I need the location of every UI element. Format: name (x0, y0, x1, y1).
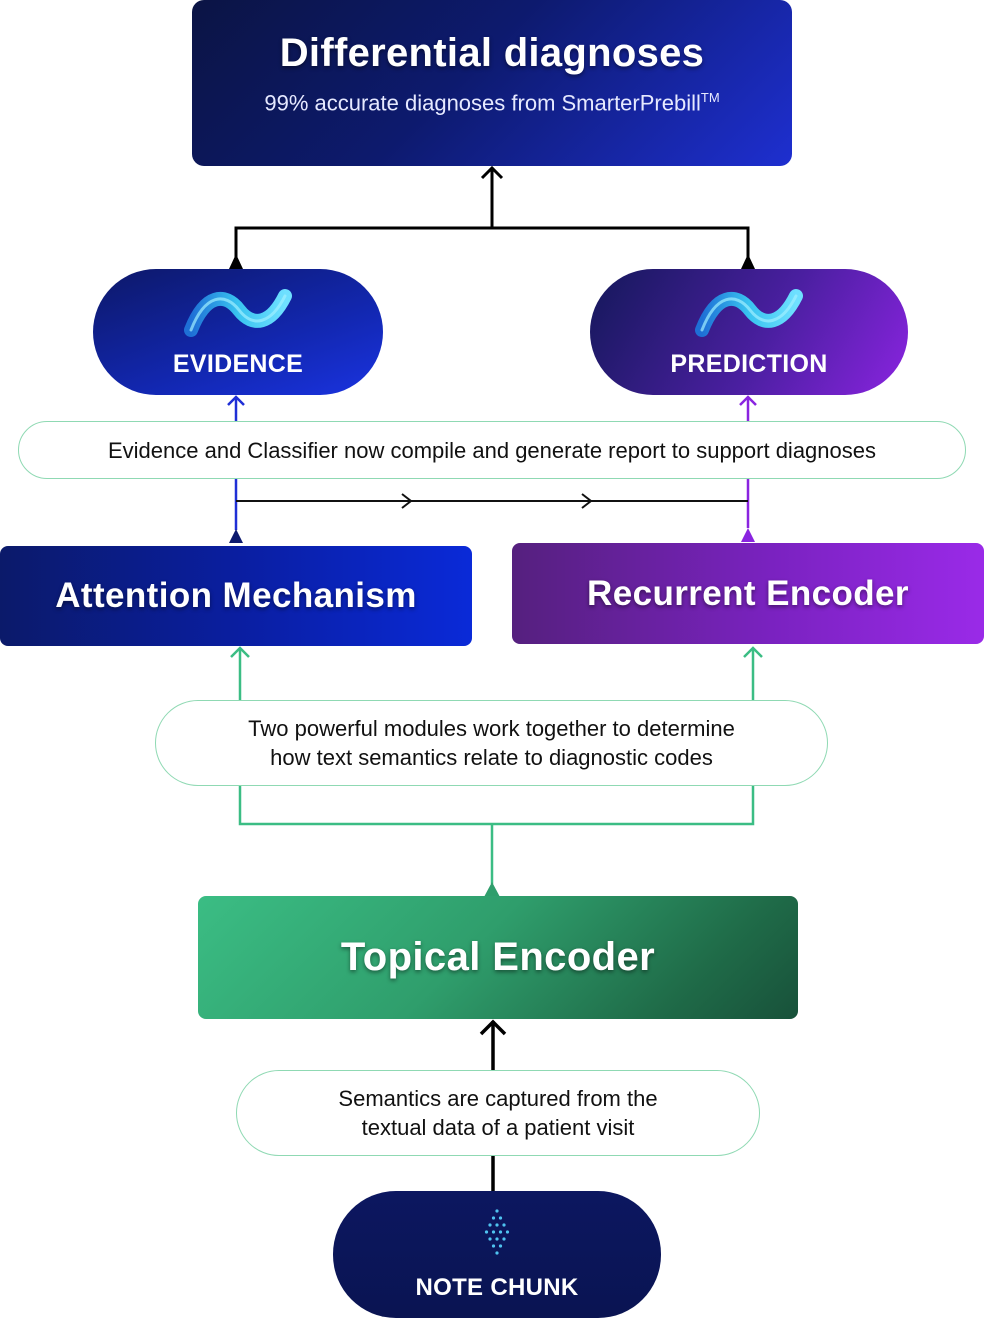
prediction-pill: PREDICTION (590, 269, 908, 395)
caption-semantics-line2: textual data of a patient visit (361, 1115, 635, 1140)
dot (502, 1223, 506, 1227)
dot (502, 1237, 506, 1241)
arrowhead-prediction-top (741, 254, 755, 269)
connector-cross (236, 493, 748, 509)
recurrent-encoder-box: Recurrent Encoder (512, 543, 984, 644)
wave-ribbon-icon (184, 289, 292, 337)
caption-modules-line1: Two powerful modules work together to de… (248, 716, 735, 741)
caption-report-text: Evidence and Classifier now compile and … (107, 437, 876, 463)
dot (495, 1237, 499, 1241)
attention-mechanism-box: Attention Mechanism (0, 546, 472, 646)
dot-diamond-icon (484, 1209, 510, 1255)
dot (491, 1244, 496, 1248)
recurrent-encoder-label: Recurrent Encoder (587, 573, 909, 613)
connector-note-to-topical (479, 1019, 507, 1191)
caption-semantics: Semantics are captured from the textual … (236, 1070, 760, 1156)
evidence-pill: EVIDENCE (93, 269, 383, 395)
dot (484, 1230, 489, 1234)
dot (488, 1237, 492, 1241)
dot (495, 1209, 499, 1213)
wave-ribbon-icon (695, 289, 803, 337)
topical-encoder-label: Topical Encoder (340, 935, 656, 979)
caption-modules: Two powerful modules work together to de… (155, 700, 828, 786)
dot (495, 1223, 499, 1227)
dot (488, 1223, 492, 1227)
dot (491, 1216, 496, 1220)
arrowhead-attention-top (229, 529, 243, 543)
caption-modules-line2: how text semantics relate to diagnostic … (270, 745, 713, 770)
differential-diagnoses-title: Differential diagnoses (279, 31, 705, 76)
connector-recurrent-to-prediction (739, 395, 757, 528)
connector-attention-to-evidence (227, 395, 245, 530)
dot (498, 1244, 503, 1248)
note-chunk-label: NOTE CHUNK (415, 1274, 579, 1301)
evidence-label: EVIDENCE (172, 350, 304, 378)
arrowhead-topical-top (484, 882, 500, 897)
prediction-label: PREDICTION (670, 350, 828, 378)
dot (491, 1230, 496, 1234)
topical-encoder-box: Topical Encoder (198, 896, 798, 1019)
differential-diagnoses-subtitle: 99% accurate diagnoses from SmarterPrebi… (264, 90, 720, 116)
dot (498, 1216, 503, 1220)
trademark-mark: TM (700, 90, 720, 106)
caption-semantics-line1: Semantics are captured from the (338, 1086, 658, 1111)
note-chunk-pill: NOTE CHUNK (333, 1191, 661, 1318)
caption-report: Evidence and Classifier now compile and … (18, 421, 966, 479)
differential-diagnoses-box: Differential diagnoses 99% accurate diag… (192, 0, 792, 166)
arrowhead-recurrent-top (741, 528, 755, 542)
attention-mechanism-label: Attention Mechanism (55, 576, 417, 615)
dot (495, 1251, 499, 1255)
dot (505, 1230, 510, 1234)
connector-to-top (234, 165, 750, 266)
dot (498, 1230, 503, 1234)
arrowhead-evidence-top (229, 254, 243, 269)
